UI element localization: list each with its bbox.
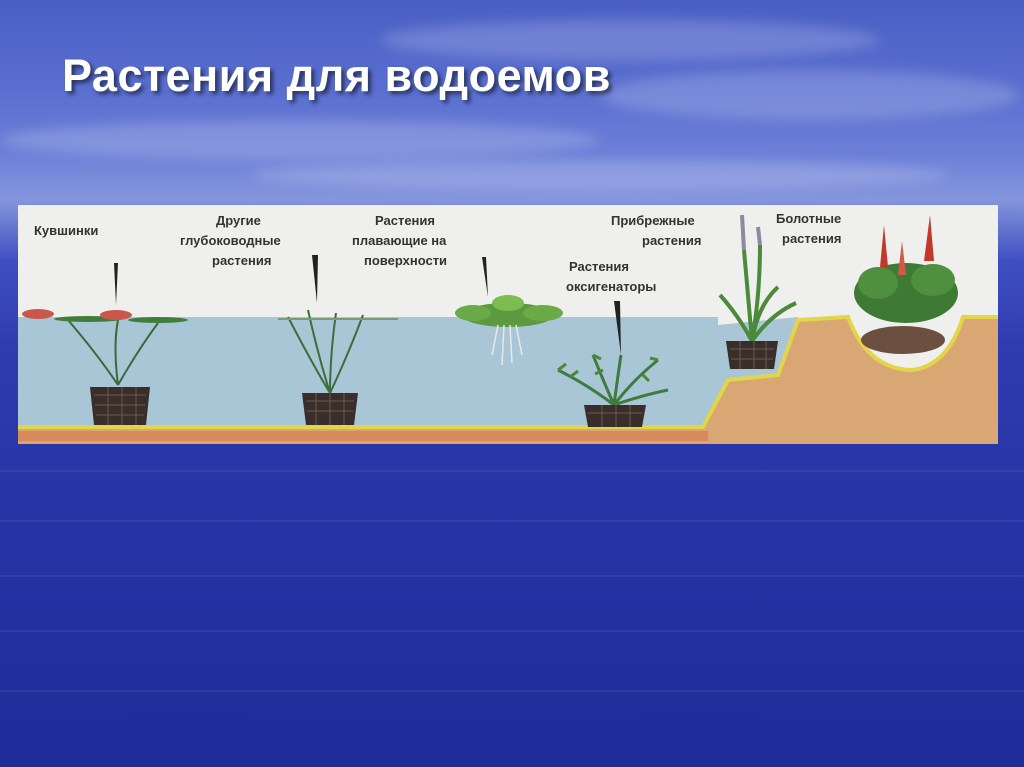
water-ripple bbox=[0, 470, 1024, 472]
label-bog-line2: растения bbox=[782, 231, 841, 246]
cloud-streak bbox=[380, 20, 880, 60]
bog-plant bbox=[854, 215, 958, 354]
label-deep-water-line3: растения bbox=[212, 253, 271, 268]
pointer-oxygenators bbox=[614, 301, 621, 355]
cloud-streak bbox=[0, 120, 600, 160]
water-lily-plant bbox=[22, 309, 188, 425]
label-deep-water-line2: глубоководные bbox=[180, 233, 281, 248]
label-floating-line1: Растения bbox=[375, 213, 435, 228]
slide-title: Растения для водоемов bbox=[62, 50, 611, 101]
pond-floor bbox=[18, 431, 708, 441]
floating-plant bbox=[455, 295, 563, 366]
bank-edge bbox=[18, 314, 998, 429]
label-floating-line3: поверхности bbox=[364, 253, 447, 268]
water-ripple bbox=[0, 690, 1024, 692]
marginal-plant bbox=[718, 214, 797, 369]
label-floating-line2: плавающие на bbox=[352, 233, 447, 248]
water-ripple bbox=[0, 520, 1024, 522]
cloud-streak bbox=[600, 70, 1020, 120]
deep-water-plant bbox=[278, 309, 398, 425]
water-ripple bbox=[0, 575, 1024, 577]
pointer-water-lilies bbox=[114, 263, 118, 305]
label-water-lilies: Кувшинки bbox=[34, 223, 98, 238]
label-marginal-line2: растения bbox=[642, 233, 701, 248]
oxygenator-plant bbox=[557, 353, 669, 427]
pointer-floating bbox=[482, 257, 488, 297]
water-ripple bbox=[0, 630, 1024, 632]
label-oxygenators-line2: оксигенаторы bbox=[566, 279, 656, 294]
label-bog-line1: Болотные bbox=[776, 211, 841, 226]
soil-bank bbox=[18, 317, 998, 444]
pond-diagram: Кувшинки Другие глубоководные растения Р… bbox=[18, 205, 998, 444]
pointer-deep-water bbox=[312, 255, 318, 303]
label-marginal-line1: Прибрежные bbox=[611, 213, 695, 228]
label-oxygenators-line1: Растения bbox=[569, 259, 629, 274]
label-deep-water-line1: Другие bbox=[216, 213, 261, 228]
cloud-streak bbox=[250, 160, 950, 190]
